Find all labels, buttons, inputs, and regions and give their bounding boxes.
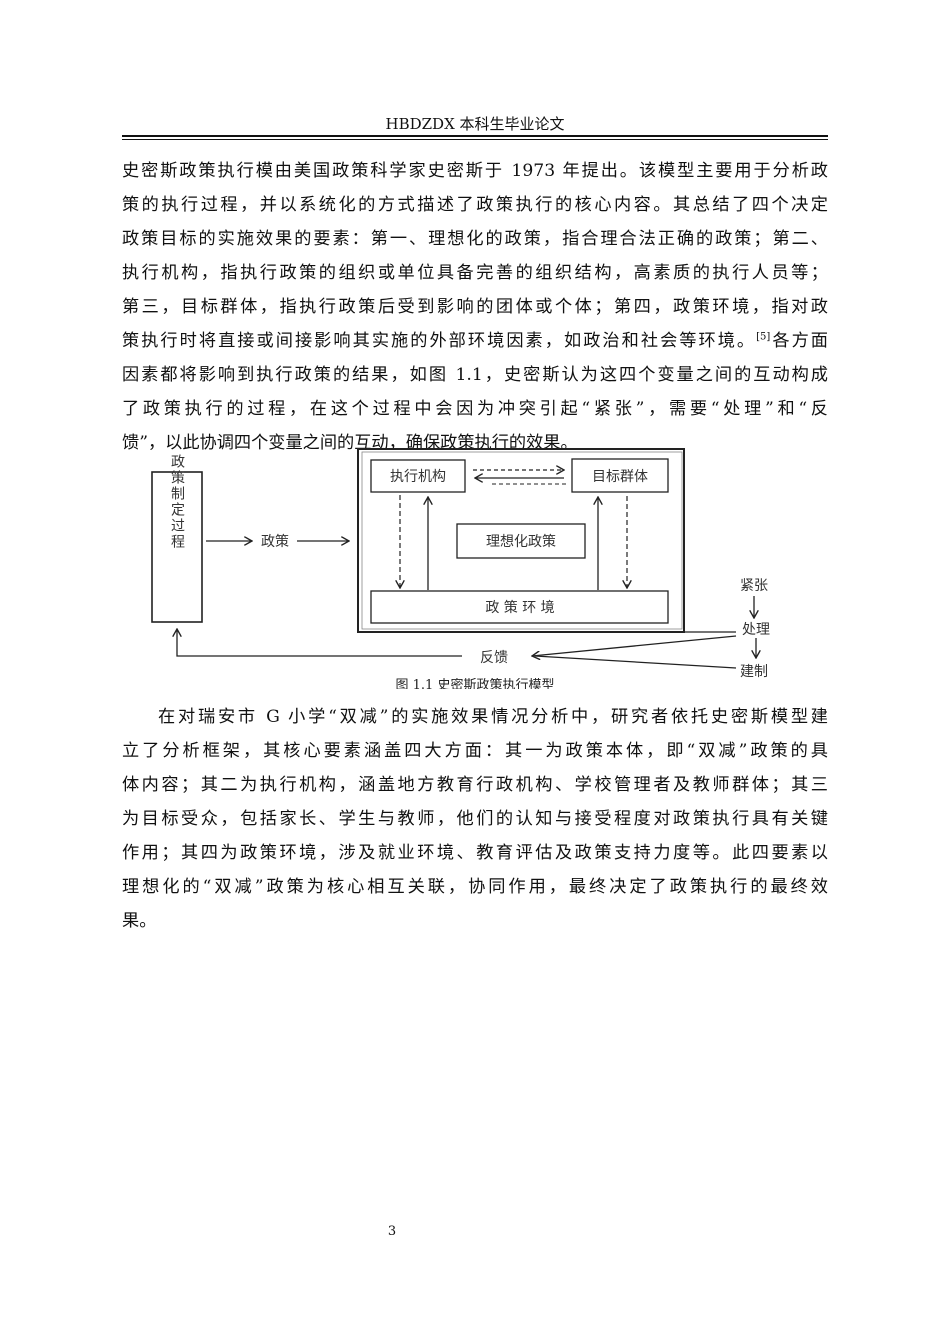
text-line: 体内容；其二为执行机构，涵盖地方教育行政机构、学校管理者及教师群体；其三 xyxy=(122,775,828,795)
header-rule-thick xyxy=(122,135,828,137)
executing-agency-box xyxy=(370,459,466,493)
text-line: 果。 xyxy=(122,911,157,931)
citation-reference: [5] xyxy=(756,331,771,343)
idealized-policy-label: 理想化政策 xyxy=(486,533,556,550)
text-line: 政策目标的实施效果的要素：第一、理想化的政策，指合理合法正确的政策；第二、 xyxy=(122,229,828,249)
construction-label: 建制 xyxy=(740,664,768,680)
text-segment: 各方面 xyxy=(770,331,828,351)
text-line: 策的执行过程，并以系统化的方式描述了政策执行的核心内容。其总结了四个决定 xyxy=(122,195,828,215)
feedback-return-line xyxy=(177,629,462,657)
target-group-label: 目标群体 xyxy=(592,469,648,485)
text-line: 第三，目标群体，指执行政策后受到影响的团体或个体；第四，政策环境，指对政 xyxy=(122,297,828,317)
figure-caption: 图 1.1 史密斯政策执行模型 xyxy=(395,678,555,689)
idealized-policy-box xyxy=(456,523,586,559)
text-line: 了政策执行的过程，在这个过程中会因为冲突引起“紧张”，需要“处理”和“反 xyxy=(122,399,828,419)
policy-environment-box xyxy=(370,590,669,624)
running-header: HBDZDX 本科生毕业论文 xyxy=(385,115,565,133)
smith-model-diagram: 政策制定过程 政策 执行机构 目标群体 理想化政策 政 策 环 境 紧张 xyxy=(140,440,820,700)
construction-to-feedback-line xyxy=(534,655,737,669)
outer-frame xyxy=(357,448,685,633)
text-line: 因素都将影响到执行政策的结果，如图 1.1，史密斯认为这四个变量之间的互动构成 xyxy=(122,365,828,385)
policy-environment-label: 政 策 环 境 xyxy=(485,599,554,616)
text-line-with-citation: 策执行时将直接或间接影响其实施的外部环境因素，如政治和社会等环境。[5]各方面 xyxy=(122,324,828,358)
handling-label: 处理 xyxy=(742,622,770,638)
policy-making-label: 政策制定过程 xyxy=(169,454,185,550)
feedback-label: 反馈 xyxy=(480,650,508,666)
tension-label: 紧张 xyxy=(740,578,768,594)
text-line: 执行机构，指执行政策的组织或单位具备完善的组织结构，高素质的执行人员等； xyxy=(122,263,828,283)
paragraph-analysis-framework: 在对瑞安市 G 小学“双减”的实施效果情况分析中，研究者依托史密斯模型建 立了分… xyxy=(122,700,828,938)
text-line: 理想化的“双减”政策为核心相互关联，协同作用，最终决定了政策执行的最终效 xyxy=(122,877,828,897)
policy-arrow-label: 政策 xyxy=(261,533,289,550)
text-line: 作用；其四为政策环境，涉及就业环境、教育评估及政策支持力度等。此四要素以 xyxy=(122,843,828,863)
text-line: 史密斯政策执行模由美国政策科学家史密斯于 1973 年提出。该模型主要用于分析政 xyxy=(122,161,828,181)
handling-to-feedback-line xyxy=(532,635,737,656)
page-number: 3 xyxy=(387,1224,397,1239)
paragraph-smith-model: 史密斯政策执行模由美国政策科学家史密斯于 1973 年提出。该模型主要用于分析政… xyxy=(122,154,828,460)
policy-making-box xyxy=(151,471,203,623)
executing-agency-label: 执行机构 xyxy=(390,469,446,485)
text-line: 为目标受众，包括家长、学生与教师，他们的认知与接受程度对政策执行具有关键 xyxy=(122,809,828,829)
target-group-box xyxy=(571,458,669,493)
text-segment: 策执行时将直接或间接影响其实施的外部环境因素，如政治和社会等环境。 xyxy=(122,331,757,351)
header-rule-thin xyxy=(122,139,828,140)
text-line: 立了分析框架，其核心要素涵盖四大方面：其一为政策本体，即“双减”政策的具 xyxy=(122,741,828,761)
text-line: 在对瑞安市 G 小学“双减”的实施效果情况分析中，研究者依托史密斯模型建 xyxy=(158,707,828,727)
outer-frame-inner xyxy=(361,451,683,630)
